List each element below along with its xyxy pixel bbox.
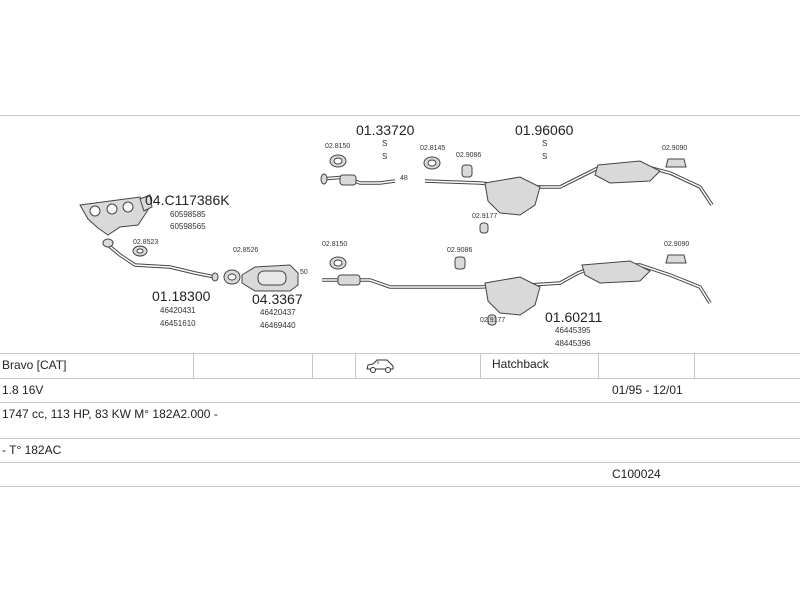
hanger-02-9086-lower (454, 256, 466, 270)
divider (193, 354, 194, 379)
lower-rear-system-code: 01.60211 (545, 309, 603, 325)
clamp-02-8526 (223, 269, 241, 285)
engine-name: 1.8 16V (2, 383, 44, 397)
lower-rear-system-ref-2: 48445396 (555, 339, 591, 348)
spec-row-code: C100024 (0, 462, 800, 487)
spec-row-type: - T° 182AC (0, 438, 800, 463)
production-years: 01/95 - 12/01 (612, 383, 683, 397)
dim-50: 50 (300, 269, 308, 276)
manifold-part (79, 194, 153, 236)
label-02-8150-lower: 02.8150 (322, 241, 348, 248)
spec-row-model: Bravo [CAT] Hatchback (0, 353, 800, 379)
label-02-8526: 02.8526 (233, 247, 259, 254)
label-02-8523: 02.8523 (133, 239, 159, 246)
upper-rear-system-part (424, 160, 714, 216)
car-hatchback-icon (365, 358, 395, 379)
label-02-9177-lower: 02.9177 (480, 317, 506, 324)
system-code: C100024 (612, 467, 661, 481)
vehicle-model: Bravo [CAT] (2, 358, 67, 372)
front-pipe-ref-1: 46420431 (160, 306, 196, 315)
hanger-02-9090-upper (665, 158, 687, 168)
divider (598, 354, 599, 379)
catalyst-ref-1: 46420437 (260, 308, 296, 317)
upper-mid-pipe-part (320, 173, 396, 186)
upper-mid-pipe-s2: S (382, 152, 388, 161)
front-pipe-ref-2: 46451610 (160, 319, 196, 328)
catalyst-code: 04.3367 (252, 291, 303, 307)
hanger-02-9177-lower (487, 314, 497, 326)
dim-48: 48 (400, 175, 408, 182)
lower-rear-system-ref-1: 46445395 (555, 326, 591, 335)
exhaust-parts-drawing (79, 154, 714, 326)
spec-row-engine: 1.8 16V 01/95 - 12/01 (0, 378, 800, 403)
upper-mid-pipe-s1: S (382, 139, 388, 148)
spec-row-details: 1747 cc, 113 HP, 83 KW M° 182A2.000 - (0, 402, 800, 439)
upper-rear-system-code: 01.96060 (515, 122, 574, 138)
front-pipe-part (102, 238, 219, 282)
clamp-02-8150-lower (329, 256, 347, 270)
lower-mid-pipe-part (322, 274, 480, 289)
engine-details: 1747 cc, 113 HP, 83 KW M° 182A2.000 - (2, 407, 218, 421)
gasket-02-8523 (132, 245, 148, 257)
exhaust-diagram: 04.C117386K 60598585 60598565 02.8523 01… (0, 115, 800, 355)
divider (312, 354, 313, 379)
catalyst-ref-2: 46469440 (260, 321, 296, 330)
divider (480, 354, 481, 379)
hanger-02-9090-lower (665, 254, 687, 264)
manifold-ref-1: 60598585 (170, 210, 206, 219)
manifold-code: 04.C117386K (145, 192, 230, 208)
engine-type: - T° 182AC (2, 443, 62, 457)
catalyst-part (241, 264, 299, 292)
front-pipe-code: 01.18300 (152, 288, 211, 304)
clamp-02-8145 (423, 156, 441, 170)
clamp-02-8150-upper (329, 154, 347, 168)
hanger-02-9086-upper (461, 164, 473, 178)
label-02-9090-lower: 02.9090 (664, 241, 690, 248)
upper-rear-system-s1: S (542, 139, 548, 148)
upper-mid-pipe-code: 01.33720 (356, 122, 415, 138)
diagram-top-border (0, 115, 800, 116)
divider (694, 354, 695, 379)
upper-rear-system-s2: S (542, 152, 548, 161)
label-02-9177-upper: 02.9177 (472, 213, 498, 220)
divider (355, 354, 356, 379)
hanger-02-9177-upper (479, 222, 489, 234)
body-type: Hatchback (492, 357, 549, 371)
lower-rear-system-part (479, 260, 712, 316)
label-02-8150-upper: 02.8150 (325, 143, 351, 150)
label-02-8145: 02.8145 (420, 145, 446, 152)
label-02-9086-upper: 02.9086 (456, 152, 482, 159)
label-02-9086-lower: 02.9086 (447, 247, 473, 254)
manifold-ref-2: 60598565 (170, 222, 206, 231)
label-02-9090-upper: 02.9090 (662, 145, 688, 152)
table-bottom-border (0, 486, 800, 487)
